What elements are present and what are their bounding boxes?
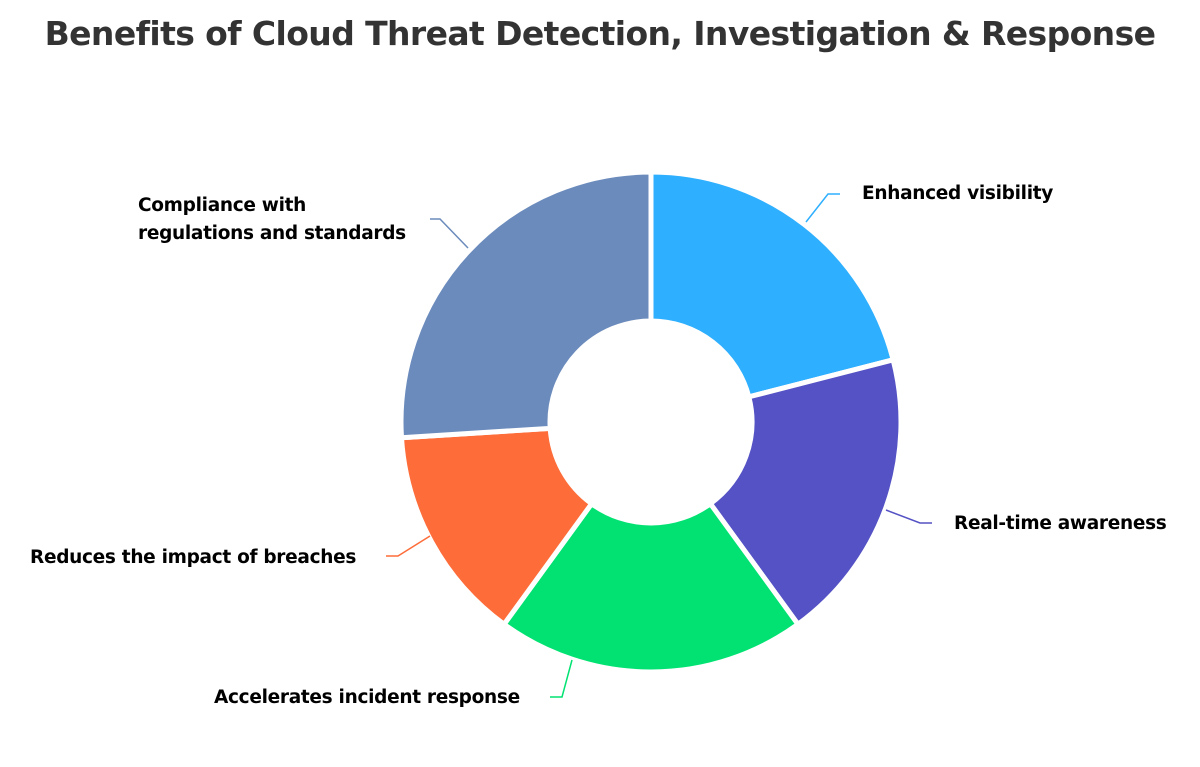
leader-line	[885, 509, 932, 524]
donut-slice-real-time-awareness[interactable]	[707, 357, 904, 627]
donut-slice-reduces-the-impact-of-breaches[interactable]	[398, 425, 595, 627]
leader-lines	[386, 193, 932, 698]
label-compliance-line2: regulations and standards	[138, 223, 406, 244]
chart-title: Benefits of Cloud Threat Detection, Inve…	[44, 14, 1156, 53]
label-compliance: Compliance with regulations and standard…	[138, 192, 406, 248]
donut-slice-compliance-with-regulations-and-standards[interactable]	[398, 169, 654, 441]
leader-line	[805, 193, 840, 223]
label-accelerates-incident-response: Accelerates incident response	[214, 687, 520, 708]
leader-line	[430, 218, 469, 249]
donut-slice-accelerates-incident-response[interactable]	[501, 501, 801, 675]
label-reduces-impact-of-breaches: Reduces the impact of breaches	[30, 547, 357, 568]
label-real-time-awareness: Real-time awareness	[954, 513, 1167, 534]
label-enhanced-visibility: Enhanced visibility	[862, 183, 1054, 204]
leader-line	[386, 535, 431, 557]
donut-slice-enhanced-visibility[interactable]	[648, 169, 896, 400]
label-compliance-line1: Compliance with	[138, 195, 307, 216]
donut-slices	[398, 169, 904, 675]
leader-line	[550, 659, 573, 698]
